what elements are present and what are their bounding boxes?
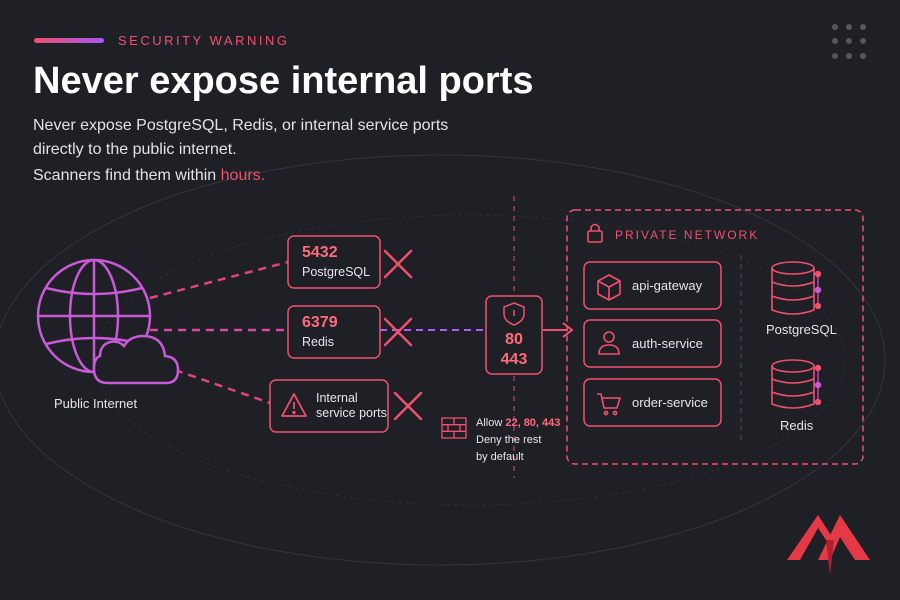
port-service-name: Internal: [316, 391, 358, 405]
service-name-auth-service: auth-service: [632, 336, 703, 351]
connector-to-internal: [174, 368, 271, 405]
port-box-internal: [269, 379, 389, 433]
service-box-api-gateway: [583, 261, 722, 310]
database-indicator-dots: [814, 270, 822, 310]
lock-icon: [587, 223, 603, 243]
service-box-order-service: [583, 378, 722, 427]
orbit-inner: [94, 214, 846, 506]
brand-logo: [787, 515, 870, 575]
blocked-x-icon: [383, 317, 413, 347]
warning-icon: [281, 393, 307, 417]
shield-icon: [503, 302, 525, 326]
subtitle-line-2: directly to the public internet.: [33, 141, 237, 158]
private-network-box: [566, 209, 864, 465]
port-internal: Internal service ports: [316, 391, 387, 421]
subtitle-line-3: Scanners find them within hours.: [33, 164, 265, 188]
orbit-outer: [0, 154, 886, 566]
accent-bar: [34, 38, 104, 43]
port-box-6379: [287, 305, 381, 359]
subtitle-line-3-prefix: Scanners find them within: [33, 167, 221, 184]
open-port-80: 80: [505, 331, 523, 348]
page-title: Never expose internal ports: [33, 60, 534, 102]
brick-wall-icon: [441, 417, 467, 439]
blocked-x-icon: [393, 391, 423, 421]
eyebrow-label: SECURITY WARNING: [118, 33, 290, 48]
firewall-open-ports: 80 443: [486, 330, 542, 370]
port-service-name: Redis: [302, 335, 334, 349]
firewall-rule-line-3: by default: [476, 451, 524, 463]
database-indicator-dots: [814, 364, 822, 406]
blocked-x-icon: [383, 249, 413, 279]
port-service-name: service ports: [316, 406, 387, 420]
private-network-label: PRIVATE NETWORK: [615, 228, 760, 242]
firewall-rule-line-1: Allow 22, 80, 443: [476, 415, 560, 432]
cube-icon: [597, 274, 621, 301]
port-5432: 5432 PostgreSQL: [302, 244, 370, 279]
user-icon: [598, 331, 620, 355]
port-6379: 6379 Redis: [302, 314, 338, 349]
firewall-rule: Allow 22, 80, 443 Deny the rest by defau…: [476, 415, 560, 466]
firewall-allowed-ports: 22, 80, 443: [505, 417, 561, 429]
firewall-rule-line-2: Deny the rest: [476, 434, 542, 446]
service-name-order-service: order-service: [632, 395, 708, 410]
port-box-5432: [287, 235, 381, 289]
firewall-rule-prefix: Allow: [476, 417, 506, 429]
subtitle-highlight: hours.: [220, 167, 266, 184]
service-box-auth-service: [583, 319, 722, 368]
connector-to-5432: [149, 260, 289, 300]
arrow-head: [562, 322, 574, 338]
cart-icon: [597, 393, 621, 416]
port-service-name: PostgreSQL: [302, 265, 371, 279]
database-icon: [771, 359, 815, 409]
public-internet-label: Public Internet: [54, 396, 138, 411]
port-number: 5432: [302, 244, 338, 261]
service-name-api-gateway: api-gateway: [632, 278, 703, 293]
datastore-name-redis: Redis: [780, 418, 814, 433]
subtitle-line-1: Never expose PostgreSQL, Redis, or inter…: [33, 117, 449, 134]
firewall-box: [485, 295, 543, 375]
database-icon: [771, 261, 815, 315]
port-number: 6379: [302, 314, 338, 331]
grid-dots-icon: [832, 24, 872, 60]
cloud-icon: [92, 334, 180, 385]
datastore-name-postgresql: PostgreSQL: [766, 322, 837, 337]
open-port-443: 443: [500, 351, 528, 368]
